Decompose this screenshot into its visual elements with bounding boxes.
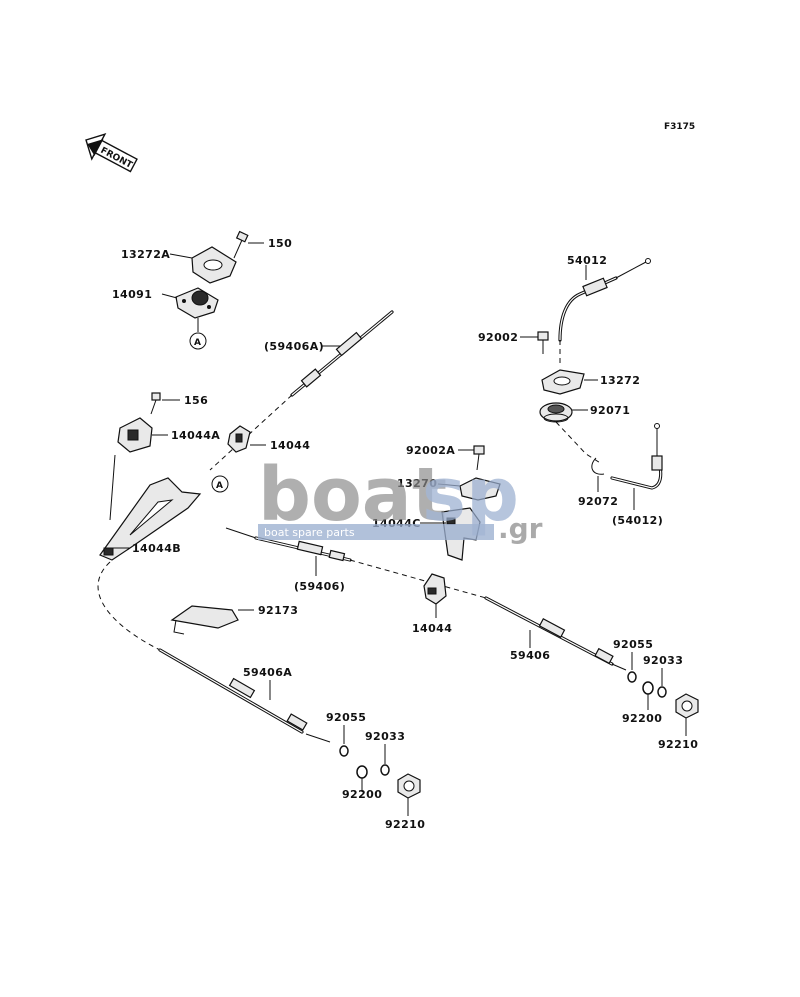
cable-59406A-upper [290, 310, 394, 397]
figure-code: F3175 [664, 122, 695, 132]
ref-marker-a-top-label: A [194, 338, 201, 348]
bracket-14044B [99, 477, 202, 561]
label-14044B: 14044B [132, 542, 181, 555]
cable-59406A-lower [158, 648, 331, 743]
label-92002: 92002 [478, 331, 518, 344]
label-92200-right: 92200 [622, 712, 662, 725]
nut-92210-left [397, 773, 421, 799]
watermark-text-boat: boat [258, 452, 447, 538]
cable-54012 [558, 258, 651, 342]
label-13272A: 13272A [121, 248, 170, 261]
washer-92200-right [642, 681, 654, 695]
cable-59406-right [484, 596, 627, 671]
watermark-tagline-bar [258, 524, 494, 540]
gasket-13270 [459, 477, 501, 501]
label-92071: 92071 [590, 404, 630, 417]
lockwasher-92033-left [380, 764, 390, 776]
label-92072: 92072 [578, 495, 618, 508]
washer-92055-left [339, 745, 349, 757]
watermark-text-sp: sp [422, 452, 519, 538]
mount-plate-13272A [191, 246, 237, 284]
bolt-92002 [537, 331, 549, 354]
label-92173: 92173 [258, 604, 298, 617]
clamp-14044-top [227, 425, 251, 453]
label-14044-mid: 14044 [412, 622, 452, 635]
ref-marker-a-top [189, 332, 207, 350]
front-arrow-icon: FRONT [85, 133, 138, 173]
watermark-tagline: boat spare parts [264, 526, 355, 539]
plate-13272 [541, 369, 585, 395]
label-92002A: 92002A [406, 444, 455, 457]
nut-92210-right [675, 693, 699, 719]
label-13272: 13272 [600, 374, 640, 387]
label-92210-left: 92210 [385, 818, 425, 831]
washer-92200-left [356, 765, 368, 779]
label-92033-right: 92033 [643, 654, 683, 667]
ref-marker-a-mid [211, 475, 229, 493]
grommet-92071 [539, 402, 573, 423]
label-54012: 54012 [567, 254, 607, 267]
lockwasher-92033-right [657, 686, 667, 698]
clamp-14044-mid [423, 573, 447, 605]
ref-marker-a-mid-label: A [216, 481, 223, 491]
label-92055-right: 92055 [613, 638, 653, 651]
washer-92055-right [627, 671, 637, 683]
housing-14091 [175, 287, 219, 319]
watermark-suffix: .gr [498, 512, 543, 545]
label-13270: 13270 [397, 477, 437, 490]
label-14044A: 14044A [171, 429, 220, 442]
label-156: 156 [184, 394, 208, 407]
bolt-150 [233, 230, 249, 259]
label-92055-left: 92055 [326, 711, 366, 724]
label-54012-paren: (54012) [612, 514, 663, 527]
cable-59406-middle [225, 527, 352, 562]
watermark-logo: boat sp boat spare parts .gr [258, 452, 543, 545]
label-59406A: 59406A [243, 666, 292, 679]
label-59406A-paren: (59406A) [264, 340, 324, 353]
label-59406-paren: (59406) [294, 580, 345, 593]
bracket-92173 [170, 605, 239, 635]
bolt-156 [150, 392, 161, 415]
bracket-14044A [117, 417, 153, 453]
cable-54012-lower [610, 423, 663, 490]
label-14044-top: 14044 [270, 439, 310, 452]
label-92200-left: 92200 [342, 788, 382, 801]
label-92033-left: 92033 [365, 730, 405, 743]
label-14091: 14091 [112, 288, 152, 301]
label-92210-right: 92210 [658, 738, 698, 751]
label-150: 150 [268, 237, 292, 250]
label-59406: 59406 [510, 649, 550, 662]
clip-92072 [591, 457, 605, 475]
